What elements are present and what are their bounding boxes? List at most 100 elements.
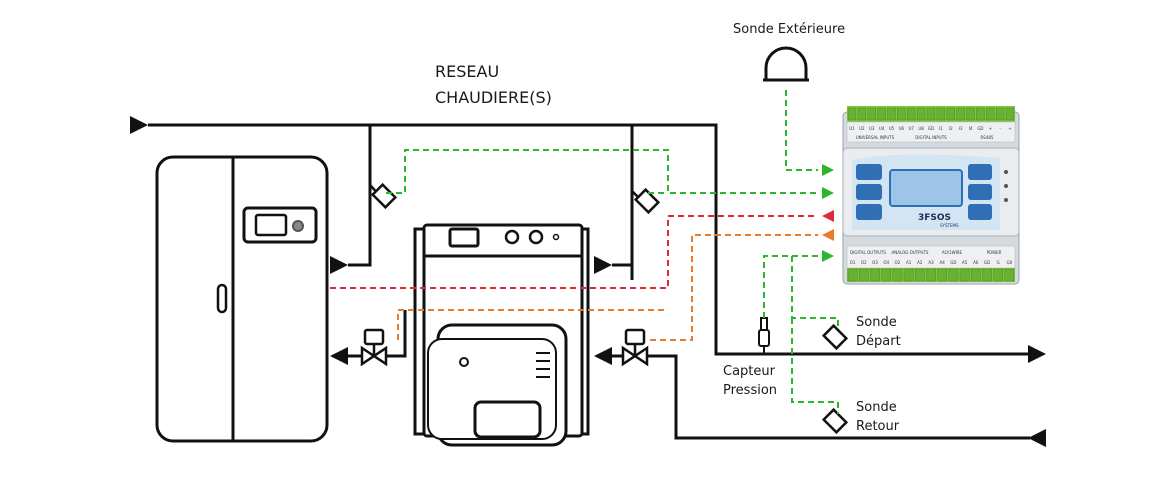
pressure-transducer-icon (758, 317, 770, 354)
flow-arrow-icon (594, 256, 612, 274)
terminal-label: G (997, 260, 1000, 265)
terminal-screw (892, 268, 903, 282)
terminal-label: U7 (908, 126, 914, 131)
terminal-group-label: UNIVERSAL INPUTS (856, 135, 895, 140)
pressure-sensor-label-line1: Capteur (723, 364, 775, 379)
terminal-screw (907, 107, 916, 121)
terminal-label: + (1008, 126, 1011, 131)
terminal-group-label: DIGITAL INPUTS (915, 135, 947, 140)
flow-arrow-icon (1028, 345, 1046, 363)
terminal-group-label: AO/1WIRE (942, 250, 963, 255)
terminal-label: A6 (973, 260, 979, 265)
terminal-screw (936, 107, 946, 121)
terminal-screw (881, 268, 892, 282)
terminal-label: A4 (940, 260, 946, 265)
supply-sensor-label-line2: Départ (856, 334, 901, 349)
terminal-label: GD (977, 126, 983, 131)
terminal-screw (903, 268, 914, 282)
terminal-label: O1 (850, 260, 856, 265)
terminal-screw (847, 107, 857, 121)
terminal-screw (870, 268, 880, 282)
terminal-screw (916, 107, 926, 121)
flow-arrow-icon (822, 229, 834, 241)
terminal-label: - (999, 126, 1001, 131)
terminal-screw (993, 268, 1004, 282)
terminal-screw (1005, 107, 1015, 121)
signal-arrows (822, 164, 834, 262)
terminal-group-label: ANALOG OUTPUTS (892, 250, 929, 255)
flow-arrow-icon (130, 116, 148, 134)
terminal-label: A1 (906, 260, 912, 265)
terminal-screw (926, 268, 936, 282)
terminal-label: A5 (962, 260, 968, 265)
terminal-label: I2 (949, 126, 953, 131)
terminal-label: O2 (895, 260, 901, 265)
terminal-group-label: RS485 (981, 135, 994, 140)
flow-arrow-icon (822, 250, 834, 262)
terminal-screw (877, 107, 886, 121)
network-title-line2: CHAUDIERE(S) (435, 88, 552, 107)
controller-brand: 3FSOS (918, 213, 951, 223)
terminal-screw (959, 268, 970, 282)
terminal-label: GD (984, 260, 990, 265)
return-sensor-label-line2: Retour (856, 419, 900, 434)
flow-arrow-icon (330, 347, 348, 365)
sensor-icon (631, 187, 661, 215)
terminal-screw (937, 268, 948, 282)
terminal-screw (1004, 268, 1015, 282)
terminal-screw (857, 107, 867, 121)
terminal-label: U4 (879, 126, 885, 131)
terminal-screw (948, 268, 959, 282)
flow-arrow-icon (594, 347, 612, 365)
terminal-label: U6 (899, 126, 905, 131)
flow-arrow-icon (822, 210, 834, 222)
terminal-screw (887, 107, 896, 121)
flow-arrows (130, 116, 1046, 447)
terminal-screw (847, 268, 858, 282)
terminal-label: O3 (872, 260, 878, 265)
terminal-label: A2 (917, 260, 923, 265)
terminal-screw (976, 107, 985, 121)
terminal-screw (982, 268, 992, 282)
network-title-line1: RESEAU (435, 62, 500, 81)
flow-arrow-icon (822, 164, 834, 176)
sensor-icon (821, 407, 849, 435)
flow-arrow-icon (1028, 429, 1046, 447)
terminal-screw (926, 107, 936, 121)
terminal-screw (970, 268, 981, 282)
terminal-screw (986, 107, 995, 121)
terminal-label: I4 (969, 126, 973, 131)
terminal-screw (956, 107, 965, 121)
terminal-screw (914, 268, 925, 282)
outdoor-sensor-icon (763, 46, 809, 82)
controller-brand-sub: SYSTEMS (940, 223, 959, 228)
valve-icon (621, 328, 649, 367)
pressure-sensor-label-line2: Pression (723, 383, 778, 398)
terminal-label: GD (950, 260, 956, 265)
terminal-label: U8 (918, 126, 924, 131)
terminal-label: + (989, 126, 992, 131)
terminal-label: U3 (869, 126, 875, 131)
terminal-label: O2 (861, 260, 867, 265)
outdoor-sensor-label: Sonde Extérieure (733, 22, 846, 37)
terminal-label: GD (928, 126, 934, 131)
terminal-screw (858, 268, 869, 282)
terminal-label: U2 (859, 126, 865, 131)
sensor-icon (821, 323, 849, 351)
terminal-label: A3 (928, 260, 934, 265)
terminal-screw (867, 107, 876, 121)
terminal-screw (897, 107, 906, 121)
return-sensor-label-line1: Sonde (856, 400, 897, 415)
supply-sensor-label-line1: Sonde (856, 315, 897, 330)
sensor-icon (369, 182, 398, 210)
terminal-label: I1 (939, 126, 943, 131)
terminal-label: G0 (1007, 260, 1013, 265)
terminal-screw (946, 107, 955, 121)
flow-arrow-icon (822, 187, 834, 199)
terminal-screw (966, 107, 975, 121)
terminal-group-label: DIGITAL OUTPUTS (850, 250, 886, 255)
cabinet-boiler (155, 155, 329, 443)
terminal-group-label: POWER (987, 250, 1002, 255)
